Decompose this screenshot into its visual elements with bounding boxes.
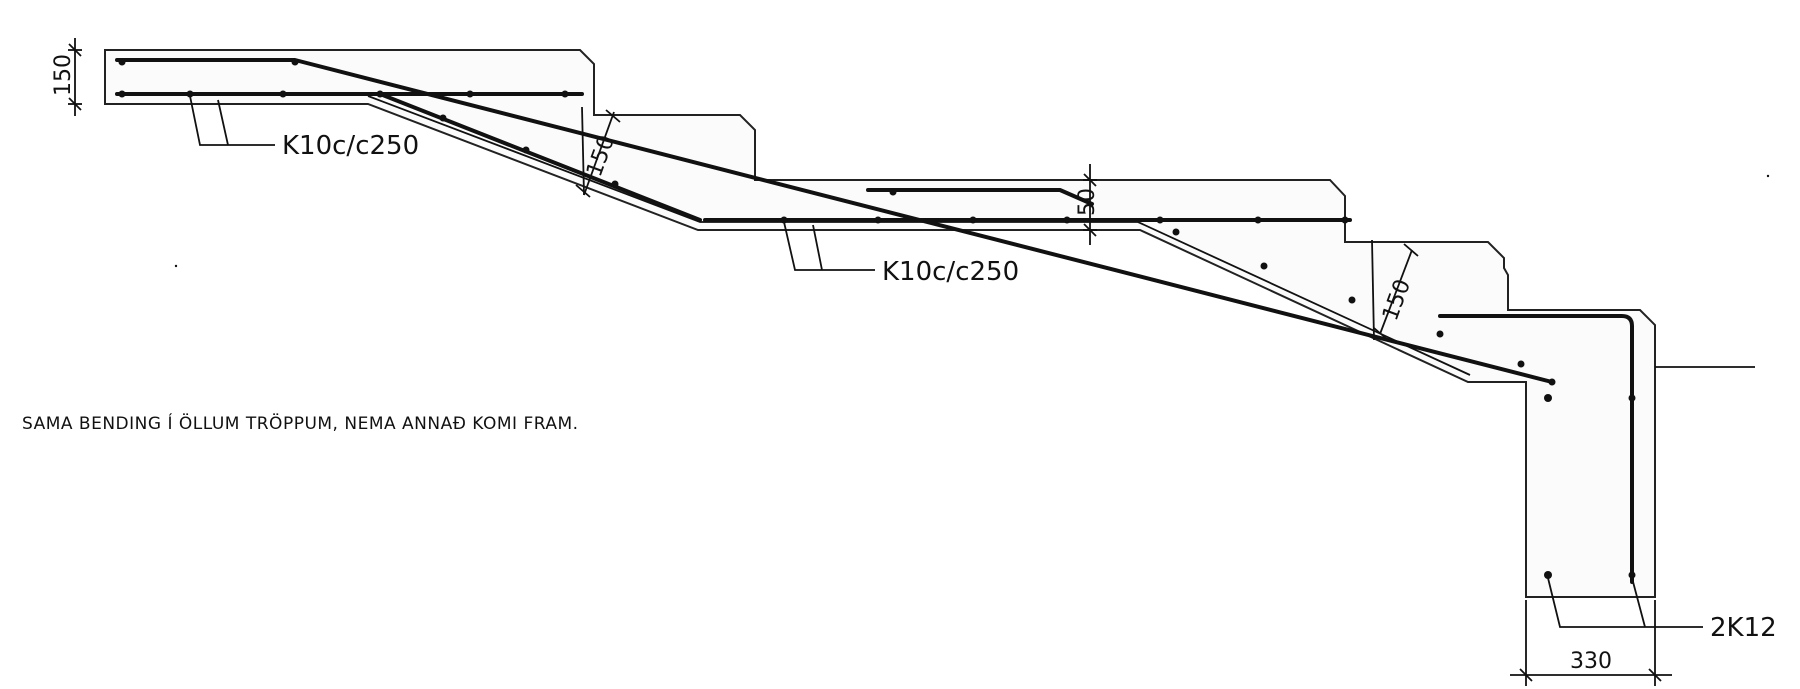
rebar-callout-2: K10c/c250 [882, 257, 1019, 287]
rebar-callout-3: 2K12 [1710, 613, 1777, 643]
dim-landing-step-label: 50 [1075, 188, 1100, 216]
dim-flight-thickness-2 [1371, 239, 1419, 341]
dim-footing-width-label: 330 [1570, 649, 1612, 674]
general-note: SAMA BENDING Í ÖLLUM TRÖPPUM, NEMA ANNAÐ… [22, 412, 579, 434]
dim-landing-step [1083, 164, 1097, 245]
leader-callout-2 [783, 221, 875, 271]
rebar-footing-hook [1438, 314, 1634, 584]
dim-slab-thickness [68, 38, 82, 116]
dim-flight-thickness-1 [575, 106, 621, 198]
speck [174, 264, 178, 268]
leader-callout-1 [189, 95, 275, 146]
rebar-callout-1: K10c/c250 [282, 131, 419, 161]
speck [1766, 174, 1770, 178]
dim-footing-width [1510, 600, 1672, 686]
rebar-landing-top [866, 188, 1094, 206]
rebar-flight-1 [378, 92, 702, 222]
rebar-dots [118, 58, 1636, 579]
dim-slab-thickness-label: 150 [51, 54, 76, 96]
concrete-outline [104, 49, 1656, 598]
